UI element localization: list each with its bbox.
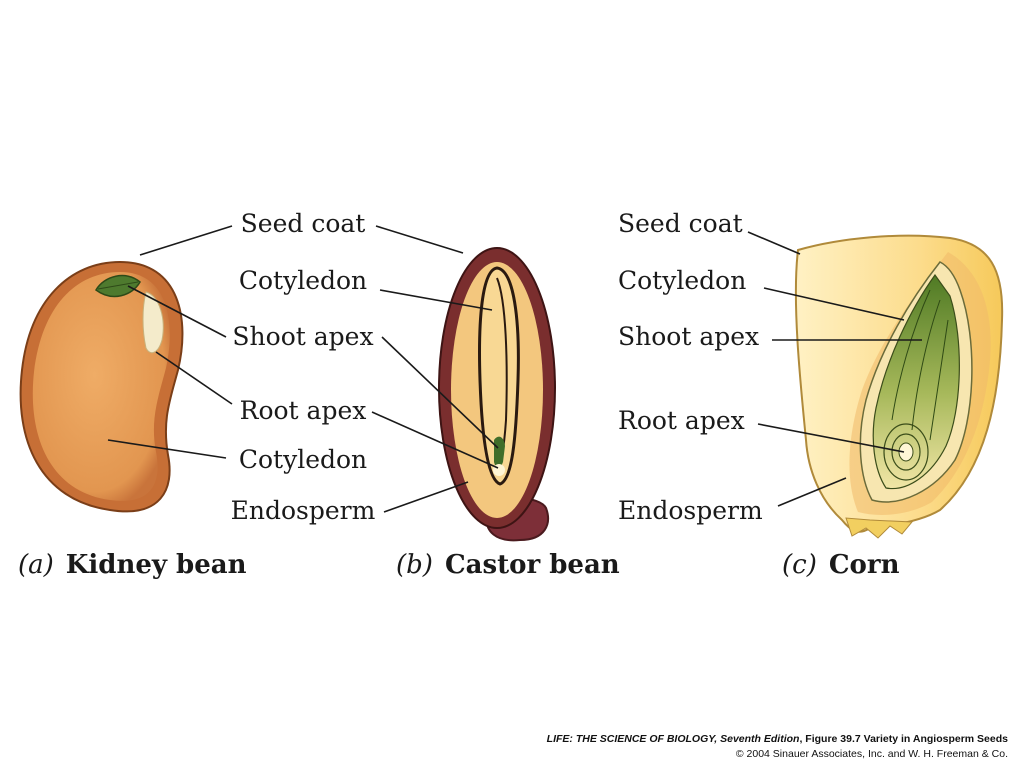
kidney-bean xyxy=(19,260,184,513)
corn-embryo xyxy=(872,273,960,490)
label-root-apex-c: Root apex xyxy=(618,406,745,435)
credit-copyright: © 2004 Sinauer Associates, Inc. and W. H… xyxy=(735,748,1008,760)
label-shoot-apex-c: Shoot apex xyxy=(618,322,760,351)
label-seed-coat-a: Seed coat xyxy=(240,209,366,238)
caption-corn: (c) Corn xyxy=(782,549,900,581)
label-shoot-apex-a: Shoot apex xyxy=(232,322,374,351)
caption-castor-bean: (b) Castor bean xyxy=(396,549,620,581)
castor-bean-embryo xyxy=(494,436,505,468)
caption-name-castor-bean: Castor bean xyxy=(444,550,620,580)
caption-letter-c: (c) xyxy=(782,550,817,580)
caption-letter-b: (b) xyxy=(396,550,433,580)
leader-lines xyxy=(107,225,922,513)
kidney-bean-embryo-axis xyxy=(142,291,164,354)
caption-name-corn: Corn xyxy=(828,550,900,580)
credit-source: LIFE: THE SCIENCE OF BIOLOGY, Seventh Ed… xyxy=(547,733,1008,745)
credit-book-title: LIFE: THE SCIENCE OF BIOLOGY, Seventh Ed… xyxy=(546,733,800,745)
label-root-apex-a: Root apex xyxy=(239,396,367,425)
label-cotyledon-c: Cotyledon xyxy=(618,266,747,295)
caption-name-kidney-bean: Kidney bean xyxy=(65,550,247,580)
castor-bean xyxy=(438,247,556,542)
corn-root-apex-rings xyxy=(883,423,929,481)
credit-figure-ref: , Figure 39.7 Variety in Angiosperm Seed… xyxy=(799,733,1008,745)
corn-kernel xyxy=(794,234,1004,539)
label-seed-coat-c: Seed coat xyxy=(618,209,743,238)
label-endosperm-b: Endosperm xyxy=(230,496,376,525)
caption-kidney-bean: (a) Kidney bean xyxy=(18,549,247,581)
label-cotyledon-b: Cotyledon xyxy=(238,266,368,295)
castor-bean-cotyledon xyxy=(478,266,520,486)
caption-letter-a: (a) xyxy=(18,550,54,580)
label-endosperm-c: Endosperm xyxy=(618,496,763,525)
label-cotyledon-a: Cotyledon xyxy=(238,445,368,474)
